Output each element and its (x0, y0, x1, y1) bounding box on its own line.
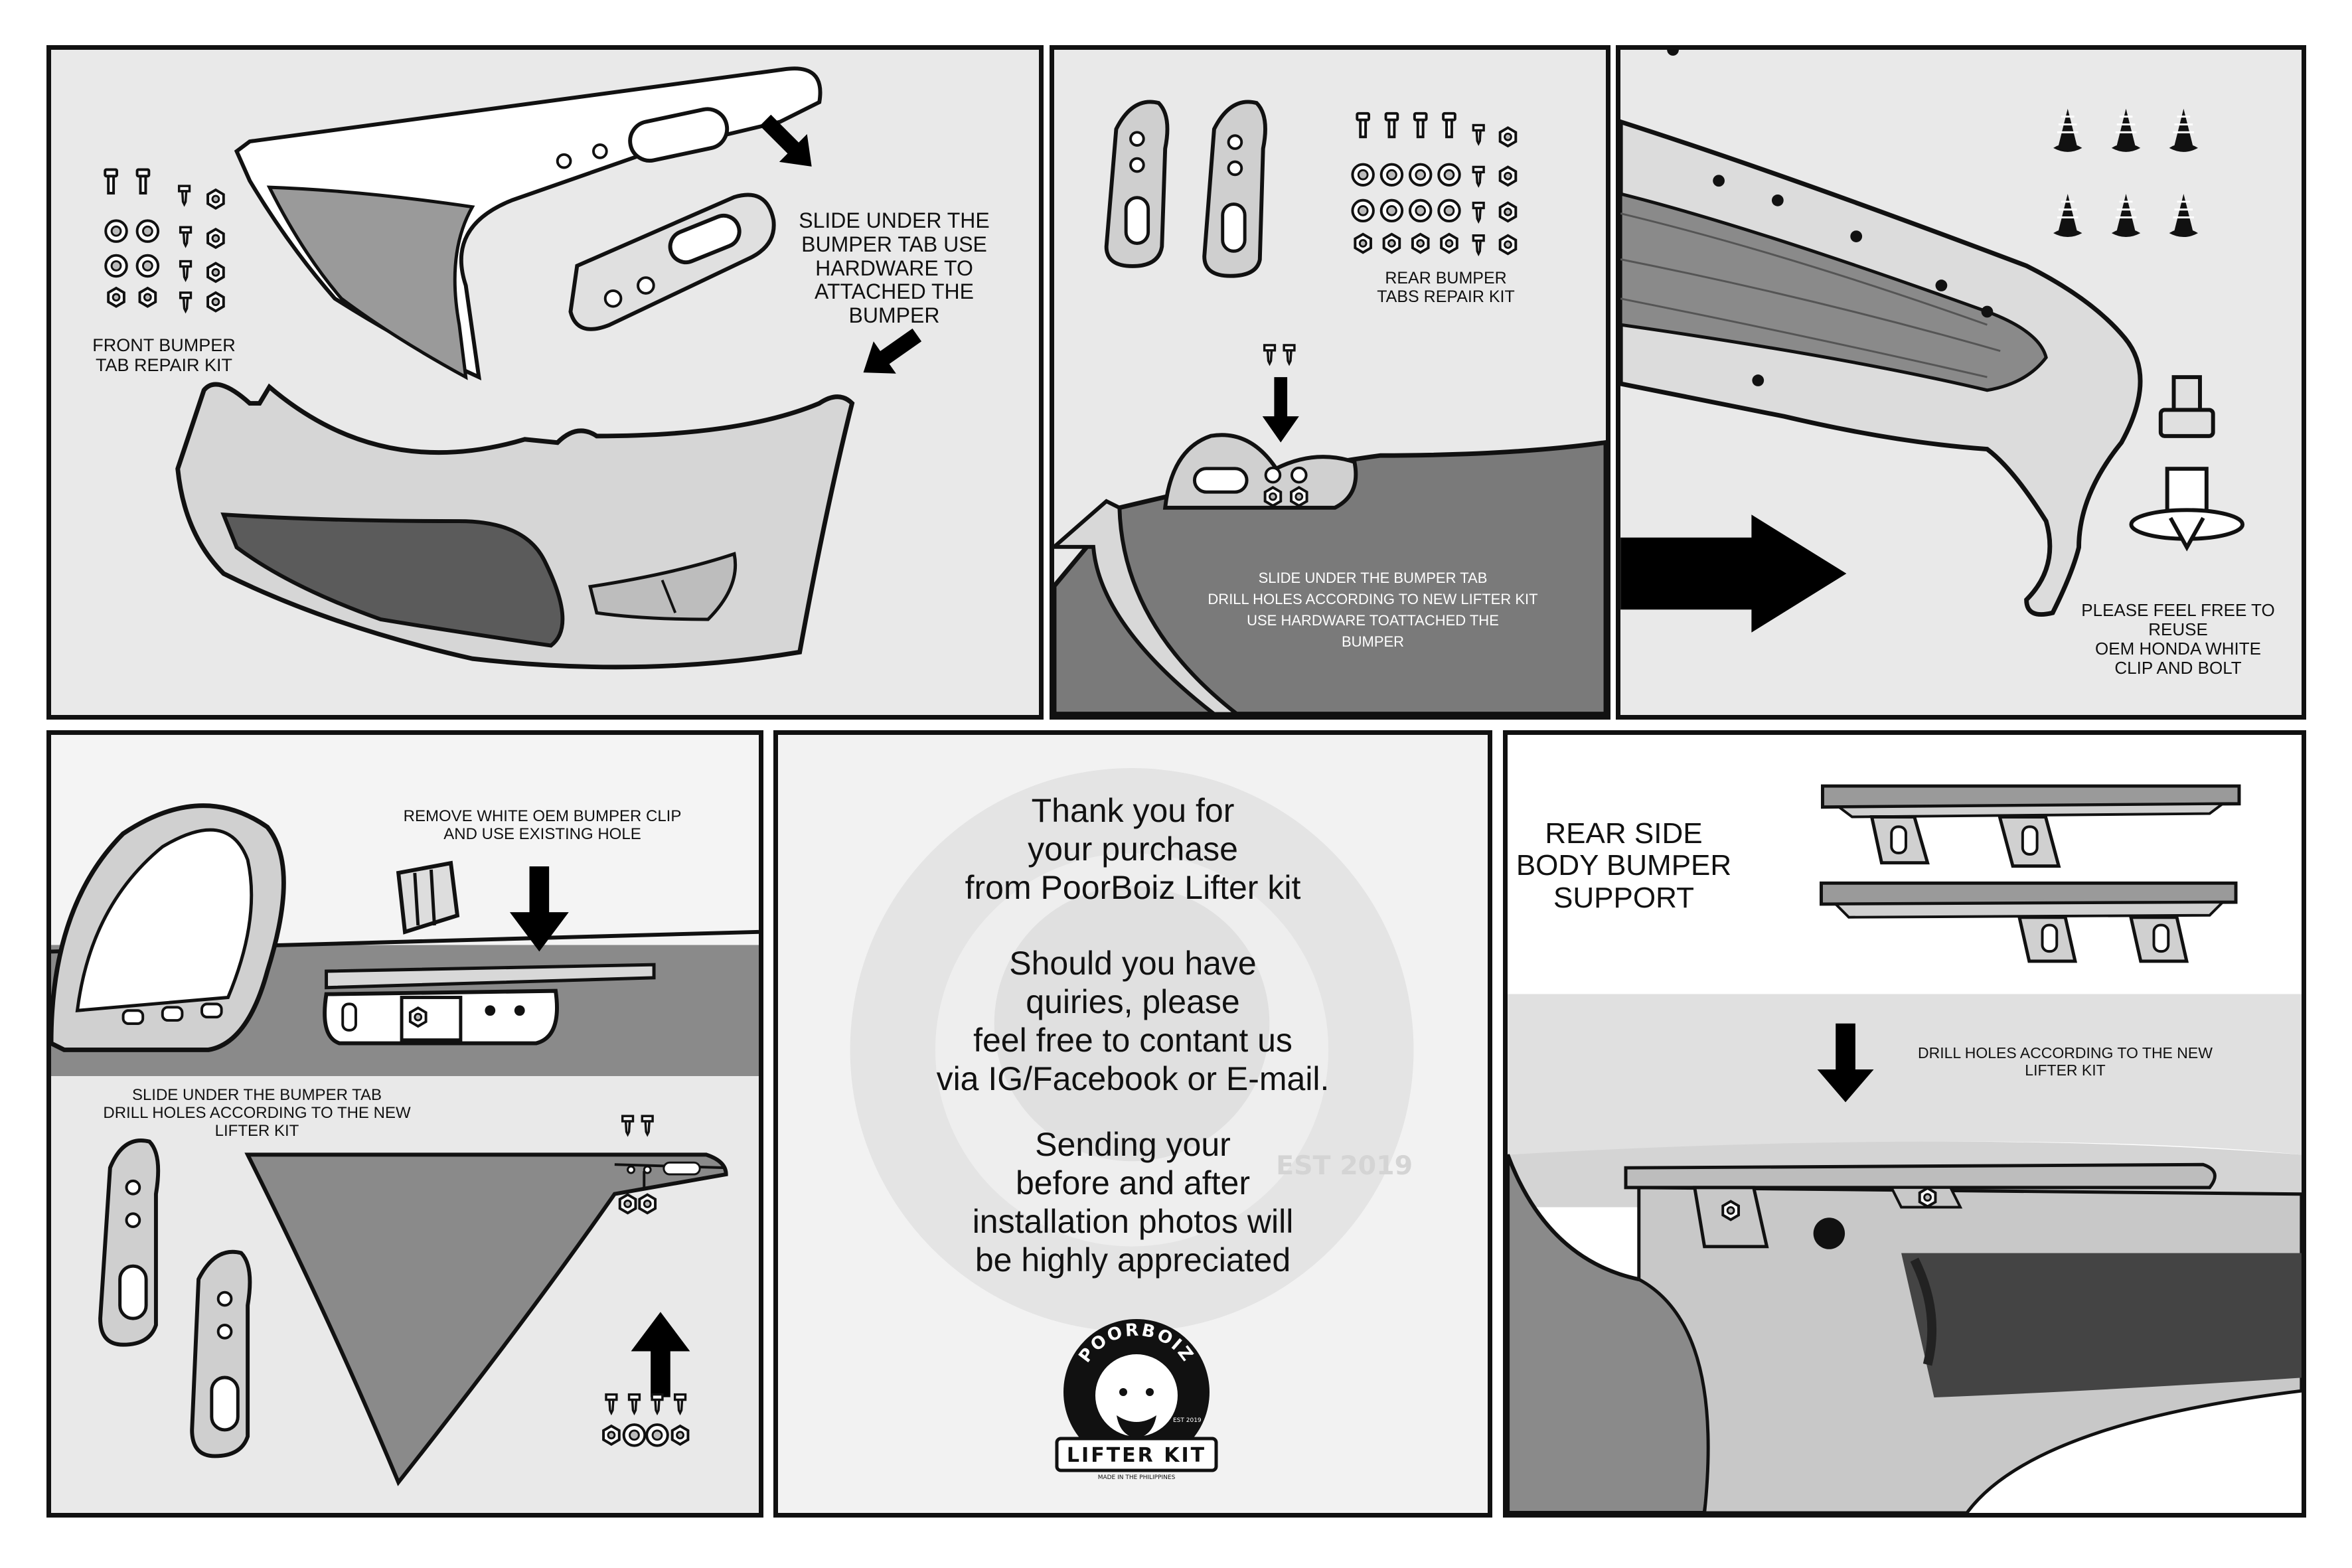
rear-side-support-illustration (1508, 784, 2302, 1513)
front-bumper-illustration (104, 66, 922, 670)
rear-side-drill-note: DRILL HOLES ACCORDING TO THE NEW LIFTER … (1918, 1044, 2213, 1079)
rear-tabs-instruction: SLIDE UNDER THE BUMPER TAB DRILL HOLES A… (1208, 570, 1538, 650)
panel-rear-bumper-clips: PLEASE FEEL FREE TO REUSE OEM HONDA WHIT… (1616, 45, 2306, 720)
panel-front-bumper-kit: FRONT BUMPER TAB REPAIR KIT SLIDE UNDER … (46, 45, 1044, 720)
thank-you-para-1: Thank you for your purchase from PoorBoi… (965, 792, 1301, 906)
side-clip-instruction: SLIDE UNDER THE BUMPER TAB DRILL HOLES A… (103, 1086, 411, 1140)
front-kit-instruction: SLIDE UNDER THE BUMPER TAB USE HARDWARE … (799, 208, 990, 328)
logo-est-text: EST 2019 (1173, 1417, 1202, 1424)
rear-tabs-illustration (1054, 100, 1606, 715)
front-kit-label: FRONT BUMPER TAB REPAIR KIT (92, 335, 236, 376)
watermark-est: EST 2019 (1276, 1150, 1413, 1181)
panel-side-clip: REMOVE WHITE OEM BUMPER CLIP AND USE EXI… (46, 730, 763, 1518)
rear-bumper-illustration (1620, 50, 2245, 633)
rear-kit-label: REAR BUMPER TABS REPAIR KIT (1377, 269, 1515, 306)
watermark-graphic: EST 2019 (850, 768, 1414, 1332)
thank-you-para-2: Should you have quiries, please feel fre… (936, 945, 1330, 1097)
reuse-clip-note: PLEASE FEEL FREE TO REUSE OEM HONDA WHIT… (2081, 600, 2275, 678)
logo-subline-text: MADE IN THE PHILIPPINES (1098, 1474, 1176, 1481)
panel-thank-you: EST 2019 Thank you for your purchase fro… (773, 730, 1492, 1518)
rear-side-title: REAR SIDE BODY BUMPER SUPPORT (1516, 817, 1732, 914)
poorboiz-logo: POORBOIZ EST 2019 LIFTER KIT MADE IN THE… (1055, 1319, 1218, 1481)
panel-rear-side-support: REAR SIDE BODY BUMPER SUPPORT DRILL HOLE… (1503, 730, 2306, 1518)
panel-rear-bumper-tabs: REAR BUMPER TABS REPAIR KIT SLIDE UNDER … (1050, 45, 1610, 720)
logo-banner-text: LIFTER KIT (1067, 1444, 1206, 1467)
side-clip-illustration (51, 735, 759, 1486)
thank-you-para-3: Sending your before and after installati… (972, 1126, 1294, 1279)
remove-clip-note: REMOVE WHITE OEM BUMPER CLIP AND USE EXI… (403, 807, 682, 843)
